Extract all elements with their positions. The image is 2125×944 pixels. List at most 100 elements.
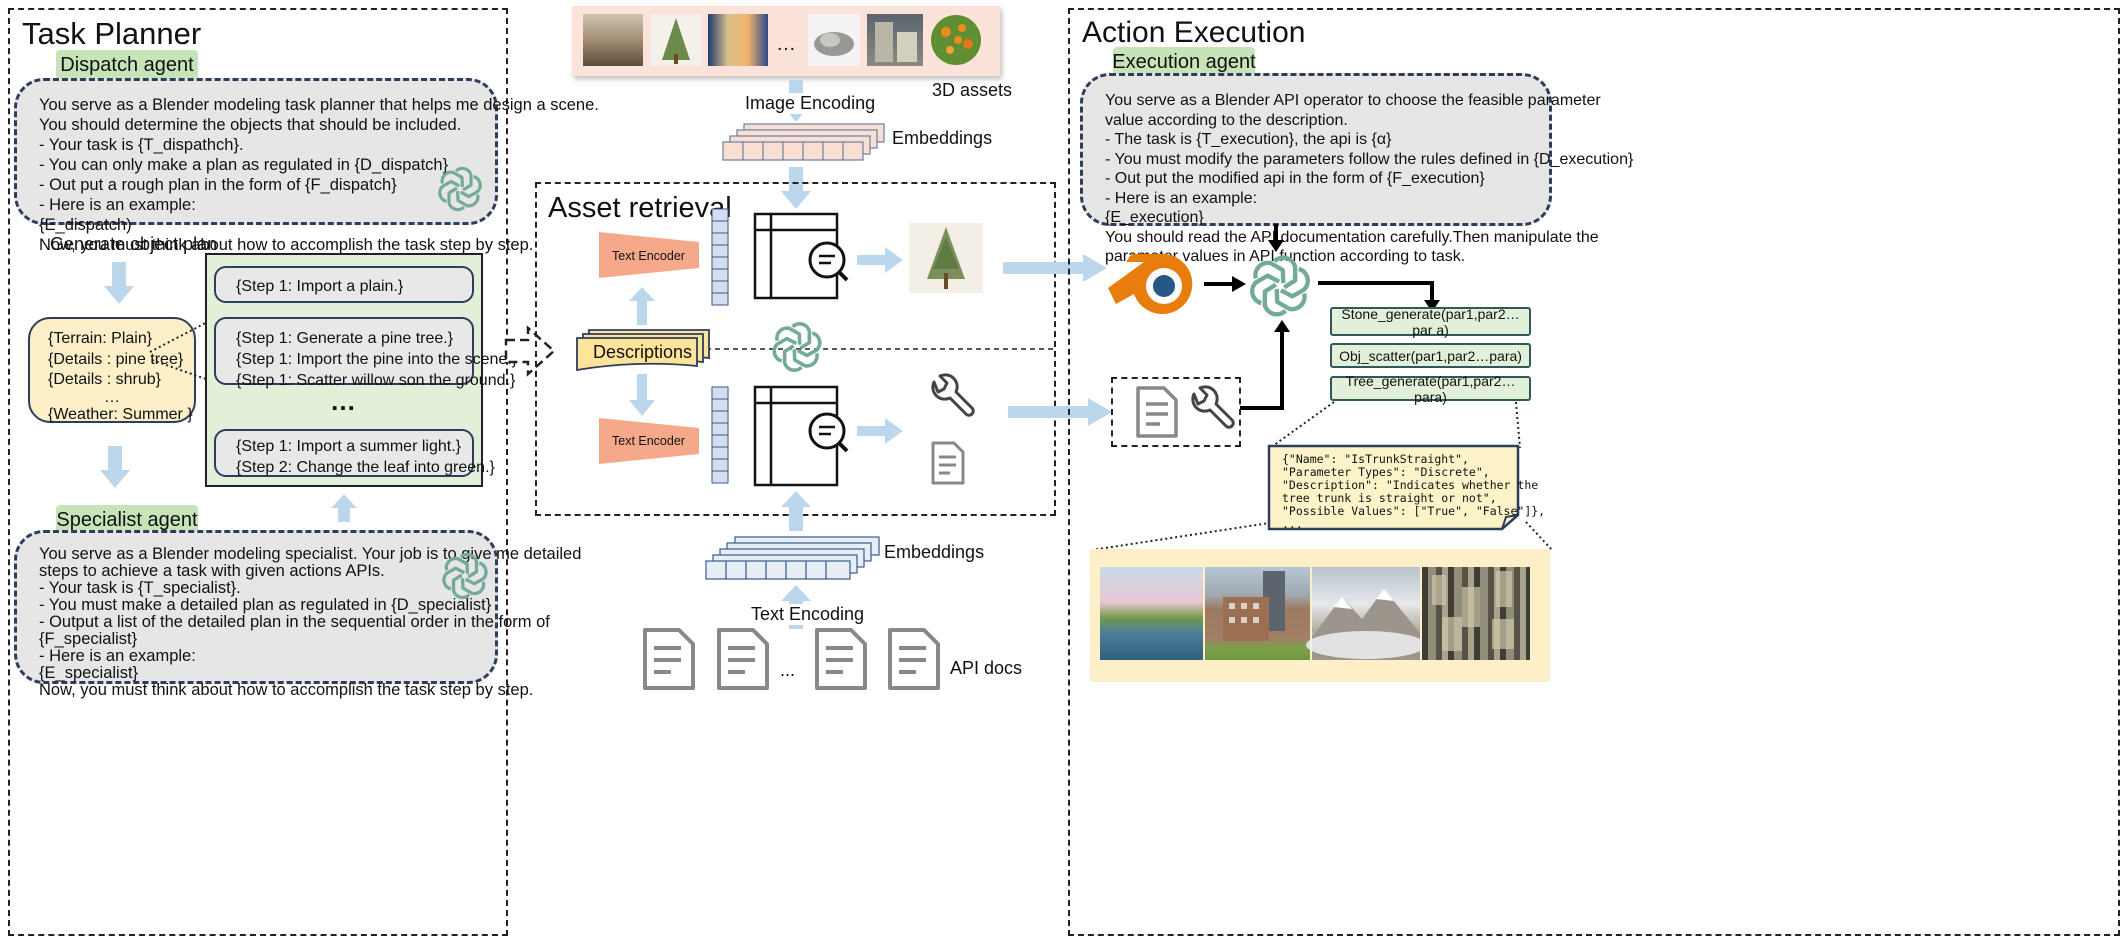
embeddings-bottom-label: Embeddings [884, 542, 985, 562]
api-docs-label: API docs [950, 658, 1023, 678]
json-line: "Description": "Indicates whether the [1282, 478, 1539, 492]
document-icon [1136, 386, 1178, 438]
arrow-right-result-bottom [857, 418, 903, 444]
specialist-prompt-line: - Output a list of the detailed plan in … [39, 613, 550, 631]
embeddings-top-label: Embeddings [892, 128, 993, 148]
dispatch-agent-label: Dispatch agent [56, 50, 198, 80]
assets-ellipsis: … [776, 33, 796, 55]
asset-thumb-building [867, 14, 923, 66]
divider-dashed [706, 348, 1056, 350]
step-box-3: {Step 1: Import a summer light.} {Step 2… [214, 429, 495, 477]
plan-line: {Details : pine tree} [48, 350, 184, 368]
asset-retrieval-title: Asset retrieval [548, 192, 732, 224]
openai-logo-icon [442, 552, 488, 600]
asset-thumb-tree [650, 14, 702, 66]
text-encoder-bottom [599, 418, 699, 464]
step-line: {Step 1: Import the pine into the scene.… [236, 351, 518, 368]
api-function-obj-scatter: Obj_scatter(par1,par2…para) [1330, 343, 1531, 368]
arrow-up-steps [331, 494, 357, 522]
execution-prompt-line: - Here is an example: [1105, 189, 1258, 207]
step-box-1: {Step 1: Import a plain.} [214, 266, 474, 303]
specialist-prompt-line: Now, you must think about how to accompl… [39, 681, 534, 699]
execution-prompt-line: {E_execution} [1105, 209, 1204, 226]
dispatch-prompt-line: - Out put a rough plan in the form of {F… [39, 176, 397, 194]
api-doc-icon [717, 628, 769, 690]
step-line: {Step 1: Import a summer light.} [236, 438, 461, 455]
asset-thumb-bush [928, 12, 984, 68]
object-plan-box: {Terrain: Plain} {Details : pine tree} {… [28, 317, 196, 423]
plan-line: {Details : shrub} [48, 371, 161, 388]
wrench-icon [931, 373, 975, 417]
specialist-prompt: You serve as a Blender modeling speciali… [14, 530, 582, 699]
specialist-prompt-line: {F_specialist} [39, 630, 138, 648]
text-encoder-bottom-label: Text Encoder [612, 434, 685, 448]
arrow-up-embeddings [781, 491, 811, 531]
asset-thumb-sky [708, 14, 768, 66]
step-line: {Step 1: Import a plain.} [236, 278, 404, 295]
asset-thumb-mountain [583, 14, 643, 66]
api-doc-icon [815, 628, 867, 690]
dispatch-prompt-line: You should determine the objects that sh… [39, 116, 462, 134]
scene-image-lake-cherry [1100, 567, 1203, 660]
api-doc-icon [643, 628, 695, 690]
specialist-prompt-line: - You must make a detailed plan as regul… [39, 596, 492, 614]
tools-box [1111, 377, 1241, 447]
text-encoder-top-label: Text Encoder [612, 249, 685, 263]
step-line: {Step 2: Change the leaf into green.} [236, 459, 495, 476]
execution-prompt-line: You should read the API documentation ca… [1105, 228, 1599, 246]
vector-column-top [711, 208, 729, 306]
dispatch-prompt-line: {E_dispatch) [39, 216, 132, 234]
embeddings-stack-bottom [705, 536, 880, 580]
arrow-elbow-up-black [1240, 320, 1290, 410]
plan-line: {Terrain: Plain} [48, 330, 153, 347]
dispatch-prompt-line: - Here is an example: [39, 196, 196, 214]
blender-logo-icon [1108, 253, 1193, 314]
arrow-up-encoder [629, 287, 655, 325]
execution-prompt-line: - The task is {T_execution}, the api is … [1105, 131, 1392, 148]
hollow-arrow-right [504, 325, 556, 377]
3d-assets-strip [572, 6, 1000, 76]
execution-agent-label: Execution agent [1112, 47, 1256, 77]
scene-image-snow-mountains [1306, 567, 1426, 660]
specialist-prompt-line: You serve as a Blender modeling speciali… [39, 545, 582, 563]
step-box-2: {Step 1: Generate a pine tree.} {Step 1:… [214, 317, 518, 389]
json-line: {"Name": "IsTrunkStraight", [1282, 452, 1469, 466]
scene-image-city-aerial [1422, 567, 1530, 660]
wrench-icon [1191, 385, 1235, 429]
steps-ellipsis: … [330, 386, 356, 416]
openai-logo-icon [1250, 255, 1310, 317]
search-table-icon [753, 212, 849, 300]
step-line: {Step 1: Scatter willow son the ground.} [236, 372, 516, 389]
arrow-down-2 [100, 446, 130, 488]
task-planner-panel [8, 8, 508, 936]
generate-object-plan-label: Generate object plan [50, 234, 218, 254]
text-encoder-top [599, 232, 699, 278]
execution-prompt-line: - Out put the modified api in the form o… [1105, 170, 1485, 187]
image-encoding-label: Image Encoding [743, 93, 878, 114]
execution-prompt-line: value according to the description. [1105, 111, 1348, 129]
json-parameter-note: {"Name": "IsTrunkStraight", "Parameter T… [1270, 447, 1545, 531]
dispatch-prompt-line: Now, you must think about how to accompl… [39, 236, 534, 254]
retrieved-tree-image [909, 223, 983, 293]
specialist-prompt-line: - Here is an example: [39, 647, 196, 665]
dispatch-prompt: You serve as a Blender modeling task pla… [14, 78, 599, 254]
openai-logo-icon [438, 166, 482, 212]
arrow-elbow-black [1318, 281, 1440, 312]
execution-prompt: You serve as a Blender API operator to c… [1080, 73, 1633, 265]
api-docs-ellipsis: ... [780, 660, 796, 680]
arrow-down-1 [104, 262, 134, 304]
step-line: {Step 1: Generate a pine tree.} [236, 330, 454, 347]
vector-column-bottom [711, 386, 729, 484]
arrow-down-encoder [629, 374, 655, 416]
arrow-right-result-top [857, 247, 903, 273]
json-line: ... [1282, 517, 1303, 531]
plan-line: {Weather: Summer } [48, 405, 193, 423]
dispatch-prompt-line: - You can only make a plan as regulated … [39, 156, 449, 174]
scene-image-city-building [1205, 567, 1310, 660]
action-execution-title: Action Execution [1082, 16, 1306, 49]
dispatch-prompt-line: - Your task is {T_dispathch}. [39, 136, 244, 154]
api-doc-icon [888, 628, 940, 690]
arrow-right-to-blender [1003, 254, 1107, 282]
specialist-prompt-line: steps to achieve a task with given actio… [39, 562, 385, 580]
json-line: "Parameter Types": "Discrete", [1282, 465, 1490, 479]
